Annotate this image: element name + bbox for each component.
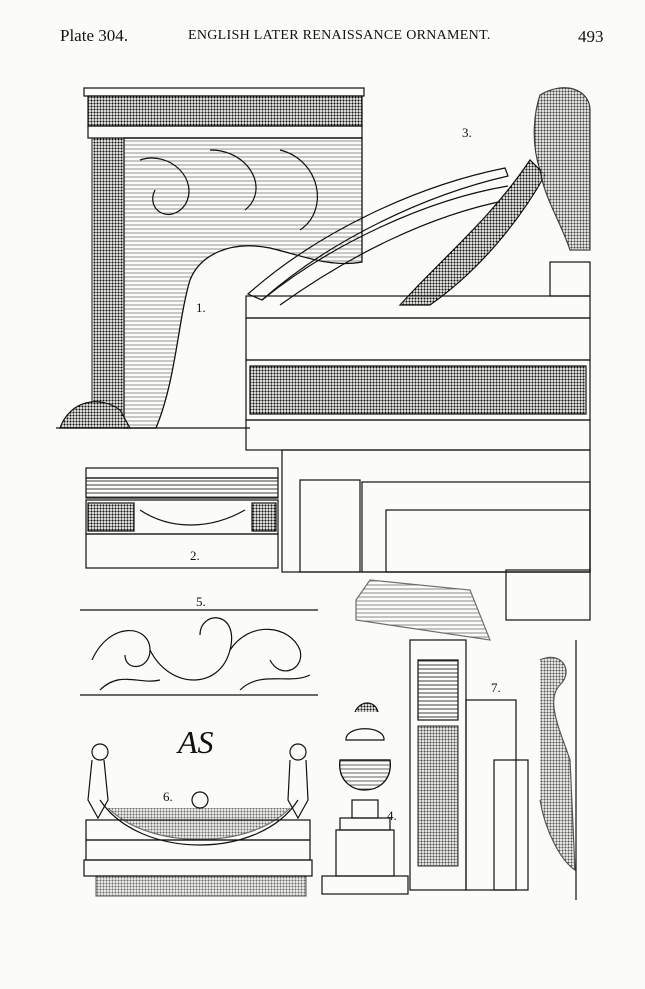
figure-4-label: 4.: [387, 808, 397, 823]
figure-4-urn-pedestal: [321, 702, 409, 895]
page-header: Plate 304. ENGLISH LATER RENAISSANCE ORN…: [0, 22, 645, 46]
page-number: 493: [578, 27, 604, 46]
figure-3-pediment: [245, 87, 591, 573]
figure-5-label: 5.: [196, 594, 206, 609]
figure-2-label: 2.: [190, 548, 200, 563]
plate-title: ENGLISH LATER RENAISSANCE ORNAMENT.: [188, 28, 491, 43]
plate-number: Plate 304.: [60, 26, 128, 45]
figure-5-scroll-frieze: [80, 609, 318, 696]
figure-1-label: 1.: [196, 300, 206, 315]
figure-2-cornice: [85, 467, 279, 569]
figure-1-carved-bracket: [56, 87, 365, 429]
artist-monogram: AS: [178, 724, 214, 760]
figure-6-label: 6.: [163, 789, 173, 804]
figure-3-label: 3.: [462, 125, 472, 140]
figure-6-cherub-swag: [83, 743, 313, 897]
figure-7-label: 7.: [491, 680, 501, 695]
figure-7-door-pilaster: [355, 569, 591, 900]
